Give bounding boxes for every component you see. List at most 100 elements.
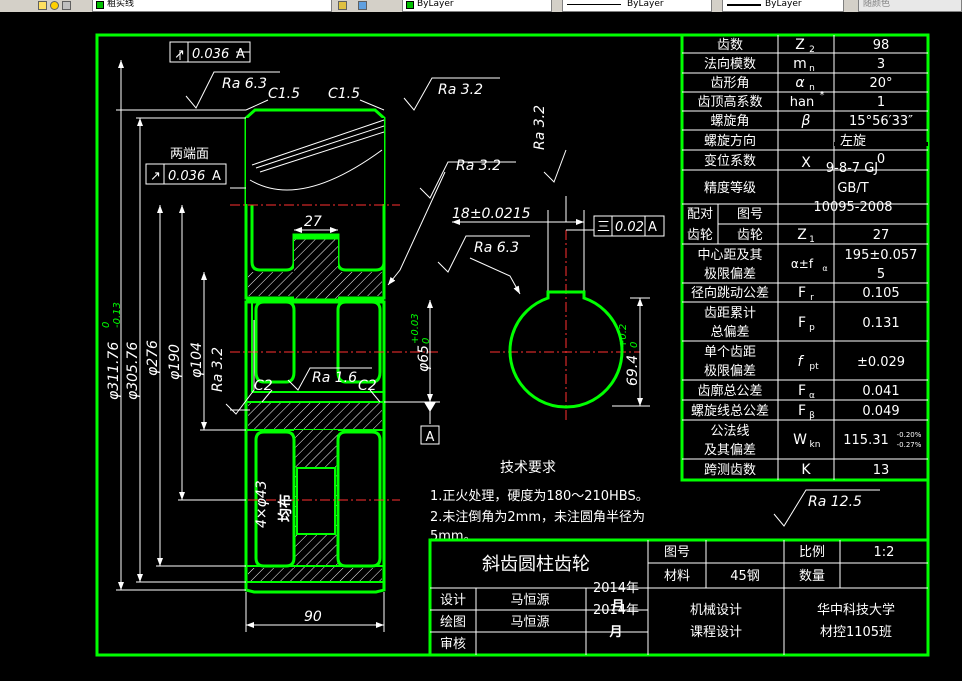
lab-review: 审核 xyxy=(440,637,466,652)
lab-single1: 单个齿距 xyxy=(704,345,756,360)
sym-angle: α xyxy=(795,75,805,91)
lab-module: 法向模数 xyxy=(704,56,756,72)
lab-center1: 中心距及其 xyxy=(697,248,762,263)
sym-helix: β xyxy=(801,113,811,129)
val-addendum: 1 xyxy=(877,95,885,110)
ra-general: Ra 12.5 xyxy=(808,494,862,510)
section-labels: Ra 6.3 Ra 3.2 C1.5 C1.5 Ra 3.2 Ra 1.6 C2… xyxy=(222,76,862,625)
school: 华中科技大学 xyxy=(817,602,895,618)
val-single: ±0.029 xyxy=(857,355,905,370)
lock-icon[interactable] xyxy=(62,1,71,10)
sym-addendum: han xyxy=(790,95,814,110)
dia-bore-tol-upper: +0.03 xyxy=(410,313,421,344)
sub-module: n xyxy=(809,64,815,74)
sub-teeth: 2 xyxy=(809,45,815,55)
top-tooth-zone xyxy=(246,118,384,204)
top-bore-hatch xyxy=(248,272,382,296)
date1: 2014年 xyxy=(593,581,639,596)
datum-box xyxy=(420,425,440,445)
sym-module: m xyxy=(793,56,807,72)
dia-bore-tol-lower: 0 xyxy=(421,338,432,344)
dia-276: φ276 xyxy=(145,340,161,376)
val-shift: 0 xyxy=(877,152,885,167)
datum-label: A xyxy=(426,430,435,445)
part-name: 斜齿圆柱齿轮 xyxy=(482,554,590,575)
linetype-dropdown[interactable]: ByLayer xyxy=(562,0,712,12)
tech-line1: 1.正火处理，硬度为180～210HBS。 xyxy=(430,488,649,504)
lab-wkn1: 公法线 xyxy=(710,424,749,439)
dia-tip: φ311.76 xyxy=(106,342,122,400)
dia-tip-tol-upper: 0 xyxy=(101,322,112,328)
ra-tooth: Ra 3.2 xyxy=(456,158,501,174)
lab-runout: 径向跳动公差 xyxy=(691,285,769,301)
lab-hand: 螺旋方向 xyxy=(704,133,756,149)
val-angle: 20° xyxy=(869,76,892,91)
val-teeth: 98 xyxy=(873,38,890,53)
color-swatch xyxy=(406,1,414,9)
sup-addendum: * xyxy=(820,90,825,101)
lineweight-dropdown[interactable]: ByLayer xyxy=(722,0,844,12)
lineweight-sample xyxy=(727,4,761,6)
rim-bottom-hatch xyxy=(248,568,382,582)
sub-cum: p xyxy=(809,323,815,333)
title-block xyxy=(428,538,930,657)
dia-bore: φ65 xyxy=(416,345,432,372)
properties-toolbar: 粗实线 ByLayer ByLayer ByLayer 随颜色 xyxy=(0,0,962,12)
val-hand: 左旋 xyxy=(840,134,866,149)
val-center1: 195±0.057 xyxy=(845,248,918,263)
layer-color-swatch xyxy=(96,1,104,9)
date-month1: 月 xyxy=(610,599,624,614)
date2: 2014年 xyxy=(593,603,639,618)
sub-helixtol: β xyxy=(809,411,815,421)
holes-label: 4×φ43 xyxy=(254,480,270,528)
lab-scale: 比例 xyxy=(799,545,825,560)
lab-draw: 绘图 xyxy=(440,615,466,630)
sun-icon[interactable] xyxy=(50,1,59,10)
lab-addendum: 齿顶高系数 xyxy=(697,94,762,110)
sub-single: pt xyxy=(809,362,819,372)
layer-state-icon[interactable] xyxy=(38,1,47,10)
lab-drawing-no: 图号 xyxy=(664,545,690,560)
val-wkn: 115.31 xyxy=(843,433,889,448)
lab-drawno: 图号 xyxy=(737,207,763,222)
key-ra-side: Ra 6.3 xyxy=(474,240,519,256)
lab-angle: 齿形角 xyxy=(710,76,749,91)
drawing-svg: A ↗ 0.036 A 两端面 ↗ 0.036 A 三 0.02 A Ra 6.… xyxy=(95,33,930,657)
sym-z1: Z xyxy=(797,227,807,243)
lab-cum2: 总偏差 xyxy=(710,325,749,340)
lab-quantity: 数量 xyxy=(799,569,825,584)
plotstyle-dropdown[interactable]: 随颜色 xyxy=(858,0,962,12)
sym-single: f xyxy=(798,354,805,370)
sym-center: α±f xyxy=(791,257,814,271)
lab-grade: 精度等级 xyxy=(704,180,756,196)
sym-runout: F xyxy=(798,285,806,301)
color-dropdown[interactable]: ByLayer xyxy=(402,0,552,12)
val-material: 45钢 xyxy=(730,569,760,584)
lower-pocket-right xyxy=(336,430,382,568)
layer-previous-icon[interactable] xyxy=(358,1,367,10)
chamfer-top-right: C1.5 xyxy=(328,86,360,102)
layer-manager-icon[interactable] xyxy=(338,1,347,10)
sub-angle: n xyxy=(809,83,815,93)
lab-cum1: 齿距累计 xyxy=(704,306,756,321)
runout-tol: 0.036 xyxy=(192,47,229,62)
chamfer-top-left: C1.5 xyxy=(268,86,300,102)
tech-title: 技术要求 xyxy=(500,460,556,476)
key-width: 18±0.0215 xyxy=(452,206,531,222)
tech-line2: 2.未注倒角为2mm，未注圆角半径为 xyxy=(430,510,645,525)
lab-mate2: 齿轮 xyxy=(687,228,713,243)
sym-span: K xyxy=(801,462,811,478)
chamfer-bot-right: C2 xyxy=(358,378,377,394)
val-profile: 0.041 xyxy=(862,384,899,399)
val-center2: 5 xyxy=(877,267,885,282)
sub-profile: α xyxy=(809,391,815,401)
parameter-table-text: 齿数 Z 2 98 法向模数 m n 3 齿形角 α n 20° 齿顶高系数 h… xyxy=(687,37,922,478)
val-module: 3 xyxy=(877,57,885,72)
sub-center: α xyxy=(822,264,827,273)
helix-lines xyxy=(249,119,385,191)
val-z1: 27 xyxy=(873,228,890,243)
key-depth-tol-lower: 0 xyxy=(629,342,640,348)
val-helixtol: 0.049 xyxy=(862,404,899,419)
drawing-canvas[interactable]: A ↗ 0.036 A 两端面 ↗ 0.036 A 三 0.02 A Ra 6.… xyxy=(0,12,962,677)
layer-dropdown[interactable]: 粗实线 xyxy=(92,0,332,12)
